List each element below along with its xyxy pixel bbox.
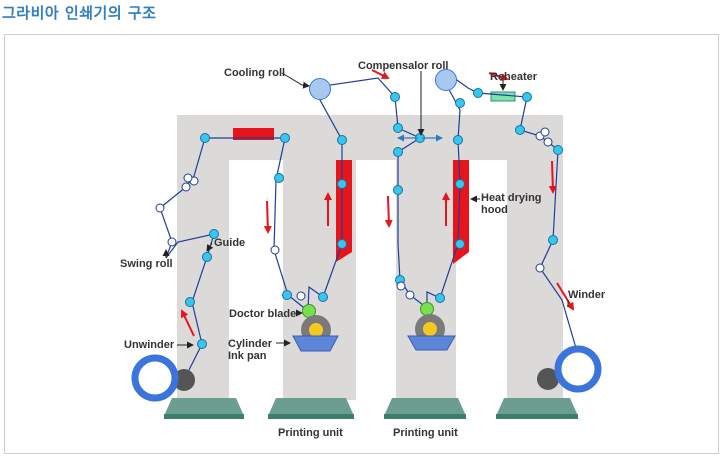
- labels: Cooling roll Compensalor roll Reheater H…: [120, 60, 606, 439]
- arrow-down: [548, 160, 557, 194]
- label-printing-unit-1: Printing unit: [278, 427, 343, 439]
- roll: [435, 293, 445, 303]
- frame-leg-3: [396, 115, 456, 400]
- label-doctor-blade: Doctor blade: [229, 308, 296, 320]
- arrow-right: [371, 69, 390, 79]
- roll: [455, 179, 465, 189]
- ink-pan: [407, 335, 456, 351]
- roll: [337, 135, 347, 145]
- arrow-right: [488, 72, 509, 81]
- roll: [282, 290, 292, 300]
- roll: [280, 133, 290, 143]
- base-plate-1: [164, 398, 244, 416]
- printing-unit-2-assembly: [407, 302, 456, 351]
- label-guide: Guide: [214, 237, 245, 249]
- roll: [181, 182, 191, 192]
- label-ink-pan: Ink pan: [228, 350, 267, 362]
- base-plate-2: [268, 398, 354, 416]
- heater-top: [233, 128, 274, 140]
- roll: [396, 281, 406, 291]
- roll: [270, 245, 280, 255]
- page-title: 그라비아 인쇄기의 구조: [2, 4, 157, 22]
- arrow-down: [384, 195, 393, 228]
- leader-lines: [162, 71, 569, 349]
- compensator-top-roll: [435, 69, 457, 91]
- roll: [202, 252, 212, 262]
- roll: [209, 229, 219, 239]
- roll: [453, 135, 463, 145]
- roll: [393, 147, 403, 157]
- roll: [455, 239, 465, 249]
- roll: [200, 133, 210, 143]
- arrow-down-right: [556, 282, 575, 311]
- roll: [405, 290, 415, 300]
- roll: [473, 88, 483, 98]
- arrow-up: [180, 309, 195, 337]
- label-heat-drying-hood-1: Heat drying: [481, 192, 542, 204]
- cylinder-core: [309, 323, 323, 337]
- label-swing-roll: Swing roll: [120, 258, 173, 270]
- reheater: [490, 91, 516, 102]
- roll: [540, 127, 550, 137]
- roll: [535, 263, 545, 273]
- roll: [455, 98, 465, 108]
- label-heat-drying-hood-2: hood: [481, 204, 508, 216]
- diagram-panel: [4, 34, 719, 454]
- direction-arrows: [180, 69, 575, 337]
- roll: [390, 92, 400, 102]
- frame-leg-4: [507, 115, 563, 400]
- machine-frame: [177, 115, 563, 400]
- roll: [393, 123, 403, 133]
- printing-unit-1-assembly: [292, 304, 339, 352]
- roll: [155, 203, 165, 213]
- roll: [515, 125, 525, 135]
- frame-leg-2: [283, 115, 356, 400]
- label-unwinder: Unwinder: [124, 339, 175, 351]
- unwinder-reel: [131, 354, 195, 402]
- roll: [296, 291, 306, 301]
- label-cooling-roll: Cooling roll: [224, 67, 285, 79]
- guide-leader: [206, 242, 214, 252]
- cooling-roll-leader: [281, 72, 310, 89]
- roll: [318, 292, 328, 302]
- roll: [522, 92, 532, 102]
- roll: [548, 235, 558, 245]
- base-plate-3: [384, 398, 466, 416]
- label-reheater: Reheater: [490, 71, 538, 83]
- roll: [393, 185, 403, 195]
- swing-roll: [167, 237, 177, 247]
- cooling-roll: [309, 78, 331, 100]
- roll: [185, 297, 195, 307]
- base-plates: [164, 398, 578, 419]
- roll: [183, 173, 193, 183]
- arrow-down: [263, 200, 272, 234]
- roll: [553, 145, 563, 155]
- roll: [337, 179, 347, 189]
- label-printing-unit-2: Printing unit: [393, 427, 458, 439]
- label-compensator-roll: Compensalor roll: [358, 60, 448, 72]
- cylinder-core: [423, 322, 437, 336]
- guide-rolls: [185, 88, 563, 349]
- label-cylinder: Cylinder: [228, 338, 273, 350]
- label-winder: Winder: [568, 289, 606, 301]
- roll: [197, 339, 207, 349]
- winder-reel: [537, 345, 602, 393]
- ink-pan: [292, 335, 339, 352]
- doctor-blade-roll: [420, 302, 434, 316]
- idle-rolls: [155, 127, 553, 301]
- roll: [543, 137, 553, 147]
- roll: [274, 173, 284, 183]
- base-plate-4: [496, 398, 578, 416]
- roll: [337, 239, 347, 249]
